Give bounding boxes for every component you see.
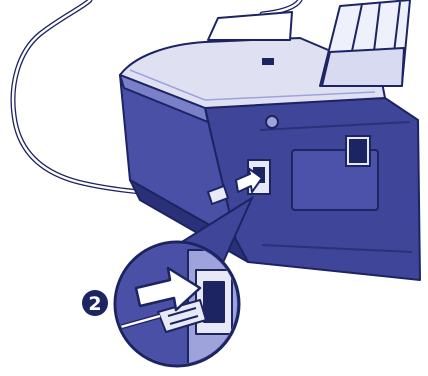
step-number-badge: 2 [82, 290, 108, 316]
usb-cable [10, 0, 303, 199]
step-number: 2 [88, 293, 101, 315]
printer-back-panel [259, 115, 413, 253]
insert-arrow-large [134, 266, 202, 312]
usb-cable-plug-small [206, 184, 230, 206]
insert-arrow-small [235, 167, 263, 193]
paper-support [207, 0, 411, 87]
magnified-inset [113, 240, 241, 368]
